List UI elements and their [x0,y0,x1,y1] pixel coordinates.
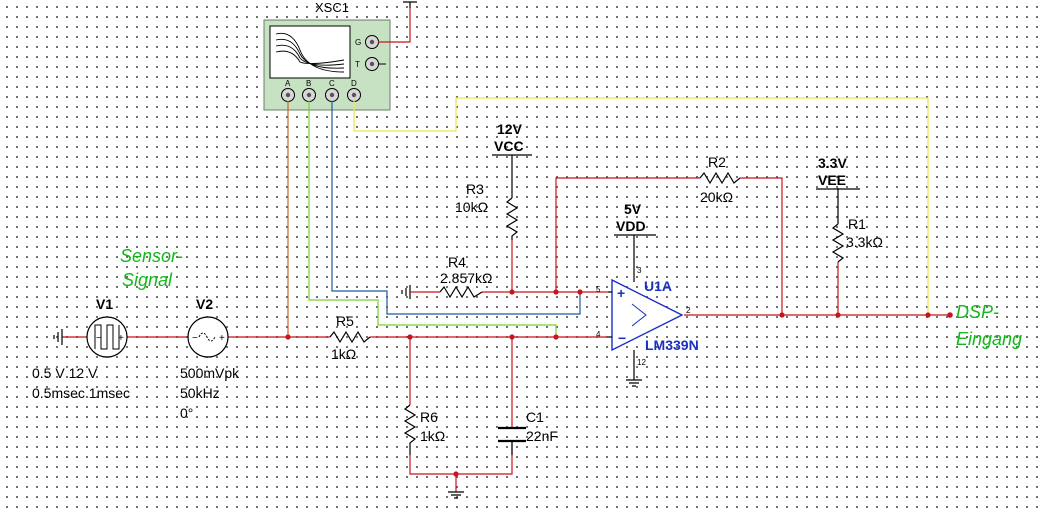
c1-ref: C1 [526,409,544,425]
scope-channel-c[interactable]: C [325,79,339,102]
comparator-part: LM339N [645,337,699,353]
pulse-wave-icon [94,324,120,350]
pulse-source-v1[interactable]: − + V1 0.5 V 12 V 0.5msec 1msec [32,296,132,401]
v1-ref: V1 [96,296,113,312]
ground-symbol-r6-c1 [448,491,464,499]
r1-value: 3.3kΩ [846,234,883,250]
vcc-voltage: 12V [497,121,523,137]
probe-wire-c-blue [331,101,581,315]
r1-ref: R1 [848,216,866,232]
comparator-ref: U1A [644,278,672,294]
v2-minus-sign: − [192,333,198,344]
channel-c-label: C [329,79,335,88]
v1-minus-sign: − [96,333,102,344]
pin-gnd: 12 [637,358,646,367]
channel-d-label: D [351,79,357,88]
pin-in-minus: 4 [596,330,601,339]
noninverting-input-sign: + [617,285,625,301]
probe-wire-b-green [308,101,557,337]
sensor-signal-label: Sensor- Signal [120,246,183,290]
sine-wave-icon [198,332,216,342]
scope-channel-d[interactable]: D [347,79,361,102]
r2-value: 20kΩ [700,189,733,205]
pin-in-plus: 5 [596,285,601,294]
vee-name: VEE [818,172,846,188]
supply-vdd: 5V VDD [614,201,656,282]
scope-ground-terminal[interactable]: G [355,35,379,49]
resistor-r6[interactable]: R6 1kΩ [403,404,445,455]
v2-frequency: 50kHz [180,385,220,401]
resistor-r2[interactable]: R2 20kΩ [699,154,741,205]
scope-channel-a[interactable]: A [281,79,295,102]
vee-voltage: 3.3V [818,155,847,171]
supply-vcc: 12V VCC [492,121,532,158]
pin-out: 2 [686,306,691,315]
supply-vee: 3.3V VEE [816,155,860,190]
resistor-r4[interactable]: R4 2.857kΩ [439,254,493,299]
capacitor-c1[interactable]: C1 22nF [498,409,558,455]
ground-symbol-r4 [401,285,420,299]
vcc-name: VCC [494,138,524,154]
trigger-terminal-label: T [355,60,360,69]
r3-value: 10kΩ [455,199,488,215]
scope-ground-wire [378,1,417,43]
r4-ref: R4 [448,254,466,270]
ac-source-v2[interactable]: − + V2 500mVpk 50kHz 0° [180,296,240,421]
svg-text:Signal: Signal [122,270,173,290]
v1-amplitude: 0.5 V 12 V [32,365,98,381]
r3-ref: R3 [466,181,484,197]
probe-wire-d-yellow [353,97,929,315]
comparator-u1a[interactable]: + − 5 4 2 3 12 U1A LM339N [596,266,699,367]
ground-terminal-label: G [355,38,361,47]
vdd-voltage: 5V [624,201,642,217]
channel-a-label: A [285,79,291,88]
r5-ref: R5 [336,313,354,329]
inverting-input-sign: − [618,330,626,346]
svg-text:DSP-: DSP- [956,302,999,322]
signal-wires [132,177,950,492]
ground-symbol-v1 [53,329,82,345]
c1-value: 22nF [526,428,558,444]
pin-vcc: 3 [637,266,642,275]
v2-amplitude: 500mVpk [180,365,240,381]
r6-ref: R6 [420,409,438,425]
junction-dots [285,289,953,477]
svg-text:Eingang: Eingang [956,329,1022,349]
scope-trigger-terminal[interactable]: T [355,57,379,71]
svg-text:Sensor-: Sensor- [120,246,183,266]
v2-ref: V2 [196,296,213,312]
dsp-input-label: DSP- Eingang [956,302,1022,349]
v2-phase: 0° [180,405,193,421]
r6-value: 1kΩ [420,428,445,444]
v2-plus-sign: + [219,333,225,344]
oscilloscope-name: XSC1 [315,0,349,15]
r5-value: 1kΩ [331,346,356,362]
r2-ref: R2 [708,154,726,170]
resistor-r5[interactable]: R5 1kΩ [329,313,371,362]
vdd-name: VDD [616,218,646,234]
ground-symbol-u1a [626,350,642,387]
oscilloscope-waveform-icon [275,32,345,73]
oscilloscope-xsc1[interactable]: XSC1 A B C D G T [263,0,391,111]
scope-channel-b[interactable]: B [302,79,316,102]
resistor-r1[interactable]: R1 3.3kΩ [831,188,883,263]
oscilloscope-screen [269,25,351,79]
resistor-r3[interactable]: R3 10kΩ [455,158,519,240]
v1-timing: 0.5msec 1msec [32,385,130,401]
r4-value: 2.857kΩ [440,270,493,286]
channel-b-label: B [306,79,311,88]
v1-plus-sign: + [118,333,124,344]
